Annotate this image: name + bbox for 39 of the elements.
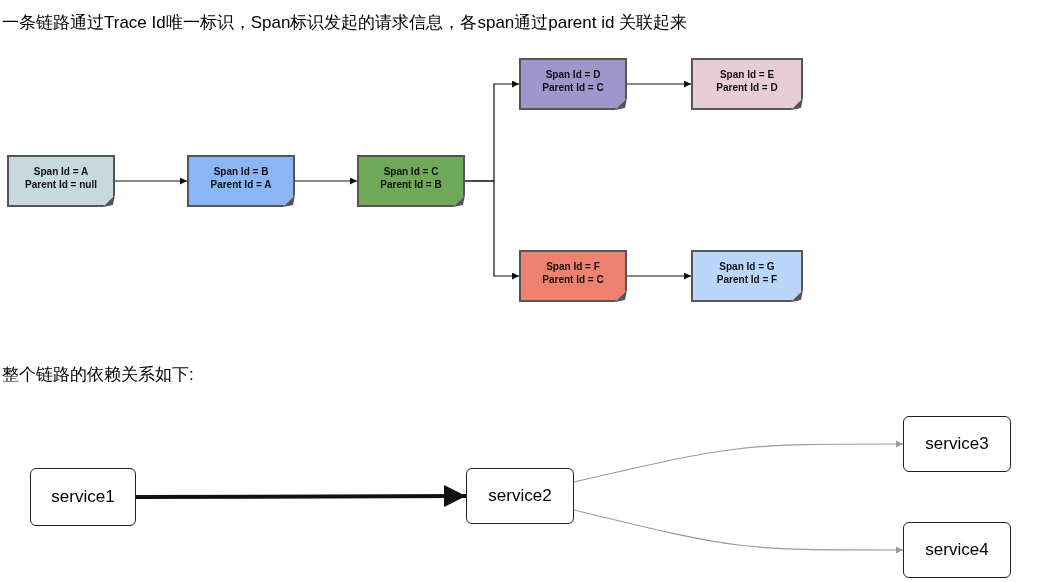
span-text: Parent Id = null — [25, 178, 97, 191]
service-label: service4 — [925, 539, 989, 562]
span-text: Parent Id = A — [210, 178, 272, 191]
arrow — [136, 485, 466, 508]
arrow — [626, 272, 692, 280]
arrow — [573, 440, 904, 483]
span-note — [357, 155, 465, 207]
span-text: Parent Id = C — [542, 273, 604, 286]
heading-text: 整个链路的依赖关系如下: — [2, 364, 194, 386]
span-note — [691, 58, 803, 110]
heading-text: 一条链路通过Trace Id唯一标识，Span标识发起的请求信息，各span通过parent id 关联起来 — [2, 12, 688, 34]
span-text: Span Id = F — [546, 260, 600, 273]
arrow — [464, 180, 520, 280]
service-label: service3 — [925, 433, 989, 456]
span-note — [7, 155, 115, 207]
span-text: Parent Id = D — [716, 81, 778, 94]
span-note — [519, 250, 627, 302]
service-label: service2 — [488, 485, 552, 508]
span-note — [691, 250, 803, 302]
span-text: Span Id = A — [33, 165, 89, 178]
span-text: Parent Id = C — [542, 81, 604, 94]
span-text: Span Id = C — [383, 165, 439, 178]
arrow — [626, 80, 692, 88]
span-text: Span Id = D — [545, 68, 601, 81]
span-text: Span Id = G — [719, 260, 775, 273]
service-box — [903, 522, 1011, 578]
span-text: Span Id = B — [213, 165, 269, 178]
arrow — [573, 509, 904, 554]
service-box — [30, 468, 136, 526]
span-note — [187, 155, 295, 207]
service-box — [903, 416, 1011, 472]
arrow — [114, 177, 188, 185]
span-text: Span Id = E — [719, 68, 775, 81]
service-label: service1 — [51, 486, 115, 509]
span-note — [519, 58, 627, 110]
span-text: Parent Id = F — [716, 273, 778, 286]
span-text: Parent Id = B — [380, 178, 442, 191]
service-box — [466, 468, 574, 524]
arrow — [294, 177, 358, 185]
